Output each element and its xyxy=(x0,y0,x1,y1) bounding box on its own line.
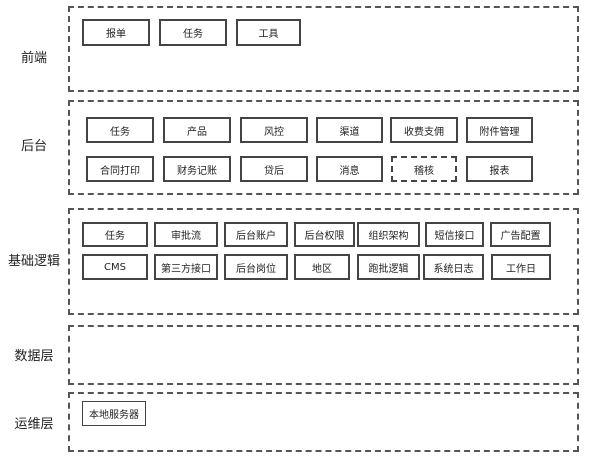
module-box: 后台岗位 xyxy=(224,254,288,280)
module-box: 稽核 xyxy=(391,156,457,182)
module-box: 报表 xyxy=(466,156,533,182)
module-box: 报单 xyxy=(82,19,150,46)
layer-data xyxy=(68,325,579,385)
module-box: 短信接口 xyxy=(425,222,484,247)
module-box: 渠道 xyxy=(316,117,383,143)
module-box: 跑批逻辑 xyxy=(357,254,420,280)
module-box: 贷后 xyxy=(240,156,308,182)
module-box: 后台账户 xyxy=(224,222,288,247)
module-box: 任务 xyxy=(86,117,154,143)
module-box: 合同打印 xyxy=(86,156,154,182)
module-box: 附件管理 xyxy=(466,117,533,143)
layer-label-base-logic: 基础逻辑 xyxy=(7,254,60,269)
module-box: 工具 xyxy=(236,19,301,46)
module-box: 地区 xyxy=(294,254,350,280)
layer-label-backend: 后台 xyxy=(20,139,47,154)
module-box: CMS xyxy=(82,254,148,280)
layer-frontend xyxy=(68,6,579,92)
module-box: 收费支佣 xyxy=(390,117,458,143)
module-box: 系统日志 xyxy=(423,254,484,280)
module-box: 风控 xyxy=(240,117,308,143)
layer-label-ops: 运维层 xyxy=(14,417,54,432)
module-box: 任务 xyxy=(82,222,148,247)
module-box: 广告配置 xyxy=(490,222,551,247)
module-box: 本地服务器 xyxy=(82,401,146,426)
module-box: 产品 xyxy=(163,117,231,143)
module-box: 财务记账 xyxy=(163,156,231,182)
module-box: 工作日 xyxy=(491,254,551,280)
module-box: 任务 xyxy=(159,19,227,46)
module-box: 组织架构 xyxy=(357,222,420,247)
layer-label-frontend: 前端 xyxy=(20,51,47,66)
module-box: 审批流 xyxy=(154,222,218,247)
module-box: 后台权限 xyxy=(294,222,355,247)
layer-ops xyxy=(68,392,579,452)
module-box: 消息 xyxy=(316,156,383,182)
layer-label-data: 数据层 xyxy=(14,349,54,364)
module-box: 第三方接口 xyxy=(154,254,218,280)
